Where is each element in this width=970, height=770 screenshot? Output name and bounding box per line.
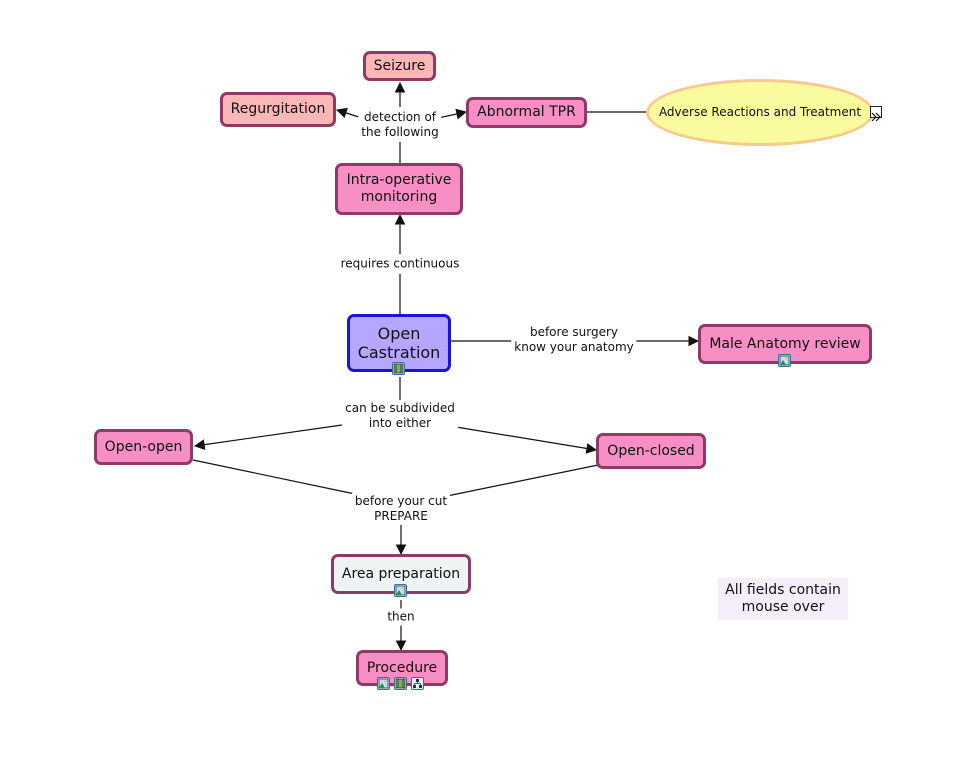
expand-map-icon[interactable] (870, 106, 882, 122)
edge-to-open-open (193, 424, 343, 450)
node-abnormal-tpr[interactable]: Abnormal TPR (466, 97, 587, 128)
node-open-castration-label: Open Castration (357, 323, 441, 362)
node-intra-operative-monitoring[interactable]: Intra-operative monitoring (335, 163, 463, 215)
edge-label-before-surgery: before surgery know your anatomy (511, 324, 637, 356)
edge-label-then: then (384, 608, 418, 626)
node-procedure[interactable]: Procedure (356, 650, 448, 686)
node-seizure-label: Seizure (373, 57, 426, 74)
node-adverse-reactions[interactable]: Adverse Reactions and Treatment (646, 79, 874, 146)
mouse-over-note-text: All fields contain mouse over (725, 581, 841, 616)
node-male-anatomy-review-label: Male Anatomy review (709, 335, 861, 352)
node-procedure-label: Procedure (366, 659, 438, 676)
node-area-preparation-label: Area preparation (341, 565, 461, 582)
image-icon[interactable] (778, 354, 791, 367)
video-icon[interactable] (394, 677, 407, 690)
edge-open-closed-prepare (446, 464, 599, 497)
node-area-preparation[interactable]: Area preparation (331, 554, 471, 594)
mouse-over-note: All fields contain mouse over (718, 578, 848, 620)
node-open-castration[interactable]: Open Castration (347, 314, 451, 372)
edge-label-before-cut: before your cut PREPARE (351, 493, 451, 525)
concept-map-icon[interactable] (411, 677, 424, 690)
edge-label-subdivided: can be subdivided into either (342, 400, 458, 432)
edge-to-abnormal-tpr (437, 108, 468, 120)
node-seizure[interactable]: Seizure (363, 51, 436, 81)
node-open-closed[interactable]: Open-closed (596, 433, 706, 469)
node-regurgitation[interactable]: Regurgitation (220, 92, 336, 127)
image-icon[interactable] (394, 584, 407, 597)
node-intra-operative-monitoring-label: Intra-operative monitoring (346, 172, 452, 205)
video-icon[interactable] (392, 362, 405, 375)
image-icon[interactable] (377, 677, 390, 690)
edge-to-open-closed (455, 426, 598, 454)
node-adverse-reactions-label: Adverse Reactions and Treatment (658, 105, 862, 120)
edge-label-detection: detection of the following (358, 109, 442, 141)
node-open-open-label: Open-open (104, 438, 183, 455)
edge-to-regurgitation (335, 107, 363, 119)
node-open-open[interactable]: Open-open (94, 429, 193, 465)
node-abnormal-tpr-label: Abnormal TPR (477, 104, 576, 121)
node-open-closed-label: Open-closed (607, 442, 695, 459)
edge-open-open-prepare (192, 459, 356, 495)
edge-label-requires: requires continuous (337, 255, 463, 273)
node-regurgitation-label: Regurgitation (230, 101, 326, 118)
